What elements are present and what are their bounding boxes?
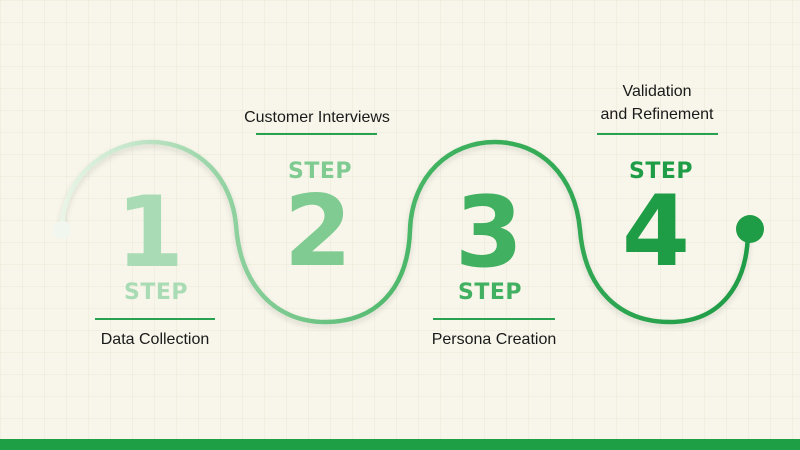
step-4-caption-line1: Validation xyxy=(622,83,691,100)
end-node xyxy=(736,215,764,243)
step-2-word: STEP xyxy=(288,159,352,184)
step-1: 1 STEP Data Collection xyxy=(95,176,215,348)
step-4-caption-line2: and Refinement xyxy=(601,106,715,123)
step-3-word: STEP xyxy=(458,280,522,305)
step-3-caption: Persona Creation xyxy=(432,331,557,348)
start-node xyxy=(53,221,71,239)
step-2-caption: Customer Interviews xyxy=(244,109,390,126)
step-3-number: 3 xyxy=(455,176,523,290)
step-1-caption: Data Collection xyxy=(101,331,210,348)
step-1-number: 1 xyxy=(116,176,184,290)
step-2: Customer Interviews STEP 2 xyxy=(244,109,390,289)
step-4-number: 4 xyxy=(622,175,690,289)
wave-connector-path xyxy=(59,139,751,325)
step-2-number: 2 xyxy=(284,175,352,289)
step-4-word: STEP xyxy=(629,159,693,184)
bottom-accent-bar xyxy=(0,439,800,450)
step-3: 3 STEP Persona Creation xyxy=(432,176,557,348)
step-4: Validation and Refinement STEP 4 xyxy=(597,83,718,289)
step-1-word: STEP xyxy=(124,280,188,305)
